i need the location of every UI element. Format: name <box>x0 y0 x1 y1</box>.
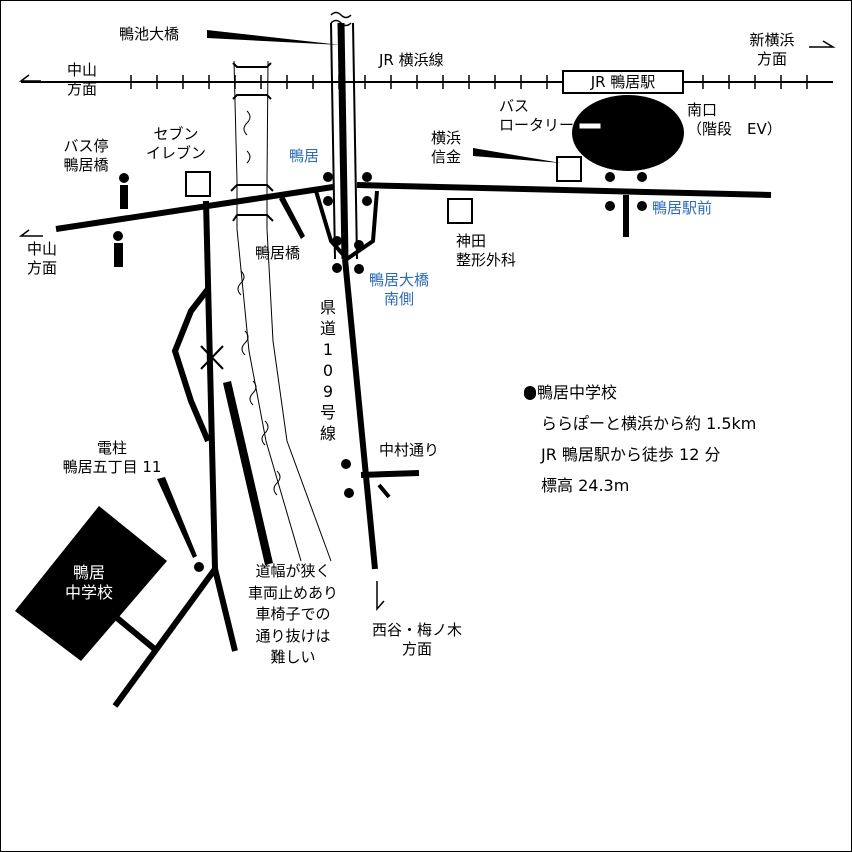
callout-pointers <box>157 30 561 565</box>
river <box>233 60 332 562</box>
bus-rotary-label: バスロータリー <box>499 97 575 134</box>
nakamura-street <box>360 470 420 478</box>
jr-station-label: JR 鴨居駅 <box>590 73 656 91</box>
arrow-shin-yokohama-icon <box>809 40 836 48</box>
arrow-nishiya-icon <box>376 581 385 611</box>
kamoi-bridge-label: 鴨居橋 <box>255 244 301 262</box>
no-entry-x-icon <box>200 345 224 370</box>
kanda-clinic-label: 神田整形外科 <box>456 232 517 269</box>
narrow-road <box>203 200 218 570</box>
info-line-1: ららぽーと横浜から約 1.5km <box>541 414 757 433</box>
kamoike-bridge-label: 鴨池大橋 <box>119 25 180 43</box>
nakayama-top-label: 中山方面 <box>66 61 97 98</box>
arrow-nakayama-top-icon <box>18 74 41 82</box>
bus-stop-south-icon <box>114 243 123 267</box>
nakayama-left-label: 中山方面 <box>26 240 57 277</box>
kamoike-bridge-road <box>337 22 349 260</box>
stop-dots <box>194 172 647 572</box>
main-street-west <box>55 184 334 232</box>
info-title: ●鴨居中学校 <box>523 383 617 402</box>
bus-stop-north-icon <box>120 185 128 209</box>
jr-line-label: JR 横浜線 <box>379 51 444 69</box>
arrow-nakayama-left-icon <box>18 229 43 237</box>
prefectural-road-109 <box>342 258 378 570</box>
kanda-clinic-box <box>447 198 473 224</box>
kamoi-intersection-label: 鴨居 <box>289 147 320 165</box>
nakamura-street-label: 中村通り <box>379 441 440 459</box>
seven-eleven-label: セブンイレブン <box>145 125 206 162</box>
bus-stop-label: バス停鴨居橋 <box>63 137 109 174</box>
seven-eleven-box <box>185 171 211 197</box>
kamoi-ekimae-label: 鴨居駅前 <box>652 199 713 217</box>
yokohama-shinkin-label: 横浜信金 <box>430 129 461 166</box>
bus-rotary-ellipse <box>572 95 684 171</box>
yokohama-shinkin-box <box>556 156 582 182</box>
south-exit-label: 南口（階段 EV） <box>687 101 782 138</box>
nishiya-label: 西谷・梅ノ木方面 <box>371 621 462 658</box>
info-line-2: JR 鴨居駅から徒歩 12 分 <box>541 445 721 464</box>
school-label: 鴨居中学校 <box>64 563 113 602</box>
narrow-road-note: 道幅が狭く 車両止めあり 車椅子での 通り抜けは 難しい <box>247 562 338 666</box>
shin-yokohama-label: 新横浜方面 <box>749 31 795 68</box>
info-line-3: 標高 24.3m <box>541 476 630 495</box>
school-info: ●鴨居中学校 ららぽーと横浜から約 1.5km JR 鴨居駅から徒歩 12 分 … <box>523 377 756 501</box>
prefectural-road-label: 県 道 1 0 9 号 線 <box>319 298 336 443</box>
school-building <box>15 506 167 661</box>
utility-pole-label: 電柱鴨居五丁目 11 <box>62 439 162 476</box>
main-street-east <box>356 182 772 198</box>
bridge-south-label: 鴨居大橋南側 <box>368 271 429 308</box>
jr-yokohama-line <box>21 70 833 94</box>
bridge-marks <box>230 62 274 222</box>
jr-kamoi-station-box <box>562 70 684 94</box>
